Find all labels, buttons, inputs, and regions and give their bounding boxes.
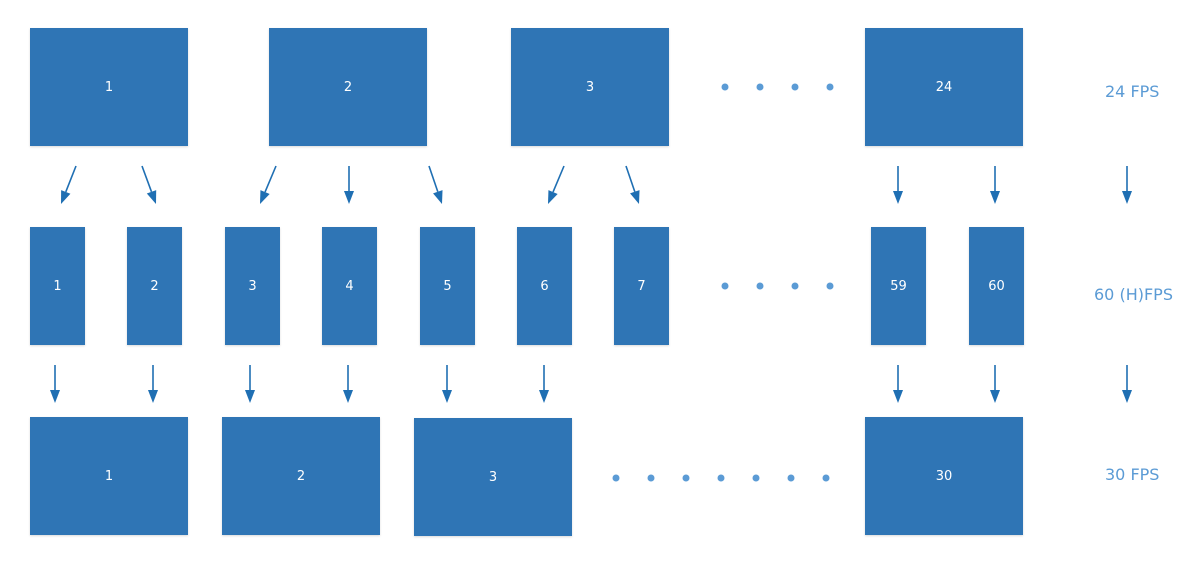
frame-24fps-2: 2 [269, 28, 427, 146]
frame-60fps-1: 1 [30, 227, 85, 345]
frame-24fps-1: 1 [30, 28, 188, 146]
arrow-13 [245, 365, 255, 403]
label-60hfps: 60 (H)FPS [1094, 285, 1173, 304]
arrow-19 [1122, 365, 1132, 403]
arrow-3 [260, 165, 277, 204]
arrow-14 [343, 365, 353, 403]
frame-60fps-4: 4 [322, 227, 377, 345]
arrow-2 [141, 165, 157, 204]
frame-30fps-3: 3 [414, 418, 572, 536]
arrow-18 [990, 365, 1000, 403]
frame-60fps-59: 59 [871, 227, 926, 345]
frame-60fps-2: 2 [127, 227, 182, 345]
frame-60fps-6: 6 [517, 227, 572, 345]
frame-30fps-1: 1 [30, 417, 188, 535]
arrow-6 [548, 165, 565, 204]
frame-60fps-7: 7 [614, 227, 669, 345]
ellipsis-middle [721, 282, 834, 290]
arrow-15 [442, 365, 452, 403]
frame-30fps-30: 30 [865, 417, 1023, 535]
arrow-9 [990, 166, 1000, 204]
frame-60fps-5: 5 [420, 227, 475, 345]
frame-60fps-3: 3 [225, 227, 280, 345]
arrow-16 [539, 365, 549, 403]
arrow-7 [625, 165, 640, 204]
frame-24fps-3: 3 [511, 28, 669, 146]
arrow-1 [61, 165, 77, 204]
arrow-17 [893, 365, 903, 403]
label-30fps: 30 FPS [1105, 465, 1160, 484]
arrow-11 [50, 365, 60, 403]
arrow-5 [428, 165, 443, 204]
frame-30fps-2: 2 [222, 417, 380, 535]
arrow-8 [893, 166, 903, 204]
ellipsis-bottom [612, 474, 830, 482]
arrow-12 [148, 365, 158, 403]
label-24fps: 24 FPS [1105, 82, 1160, 101]
arrow-10 [1122, 166, 1132, 204]
frame-60fps-60: 60 [969, 227, 1024, 345]
frame-24fps-24: 24 [865, 28, 1023, 146]
ellipsis-top [721, 83, 834, 91]
arrow-4 [344, 166, 354, 204]
